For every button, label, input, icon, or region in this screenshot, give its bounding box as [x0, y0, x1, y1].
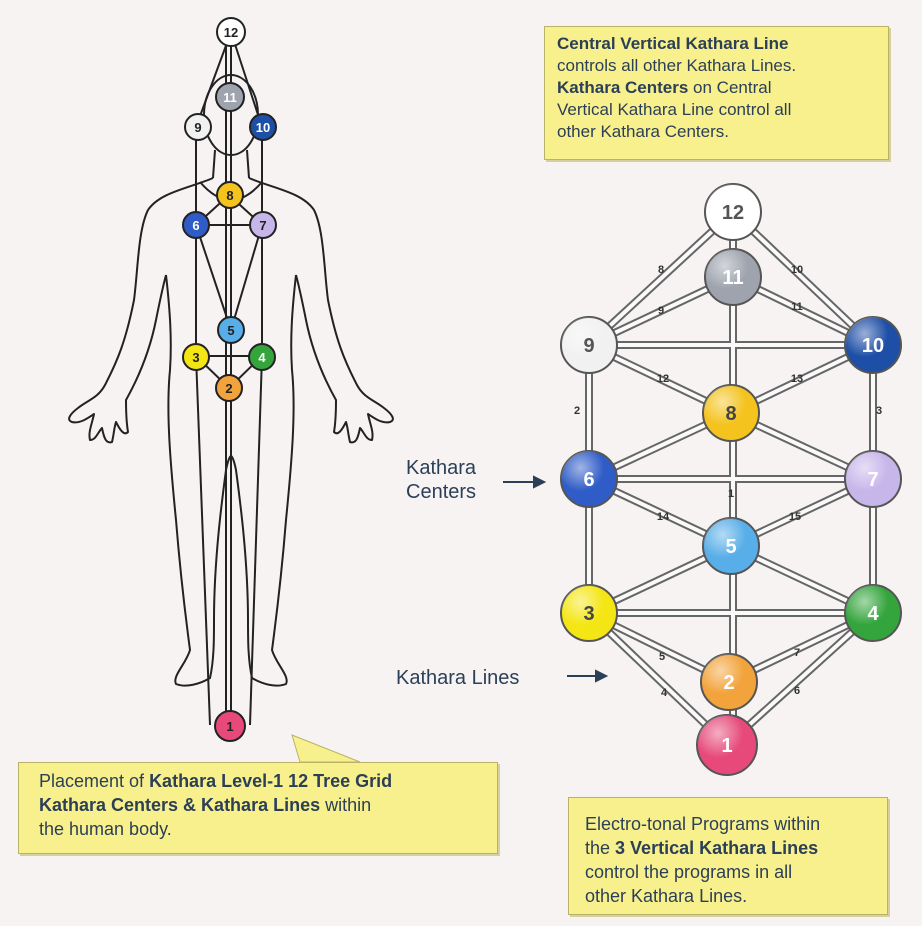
svg-text:10: 10 [256, 120, 270, 135]
electro-note-1: Electro-tonal Programs within [585, 812, 887, 836]
body-center-12: 12 [217, 18, 245, 46]
note-central-line-4: Vertical Kathara Line control all [557, 99, 888, 121]
body-center-5: 5 [218, 317, 244, 343]
svg-text:8: 8 [226, 188, 233, 203]
placement-note-bold-2: Kathara Centers & Kathara Lines [39, 795, 320, 815]
line-number-8: 8 [658, 264, 664, 276]
placement-note-rest: within [320, 795, 371, 815]
svg-text:12: 12 [224, 25, 238, 40]
svg-text:6: 6 [583, 469, 594, 491]
svg-text:3: 3 [583, 603, 594, 625]
svg-text:1: 1 [226, 719, 233, 734]
kathara-centers-label-1: Kathara [406, 456, 476, 480]
grid-center-11: 11 [705, 249, 761, 305]
note-central-line-5: other Kathara Centers. [557, 121, 888, 143]
svg-text:7: 7 [867, 469, 878, 491]
grid-center-10: 10 [845, 317, 901, 373]
grid-center-4: 4 [845, 585, 901, 641]
svg-text:11: 11 [722, 267, 743, 289]
electro-note-4: other Kathara Lines. [585, 884, 887, 908]
line-number-5: 5 [659, 651, 665, 663]
line-number-12: 12 [657, 373, 669, 385]
placement-note: Placement of Kathara Level-1 12 Tree Gri… [18, 762, 498, 854]
note-centers-bold: Kathara Centers [557, 78, 688, 97]
line-number-7: 7 [794, 647, 800, 659]
line-number-14: 14 [657, 511, 670, 523]
svg-text:12: 12 [722, 202, 744, 224]
svg-text:2: 2 [225, 381, 232, 396]
line-number-3: 3 [876, 405, 882, 417]
kathara-lines-arrow [567, 671, 606, 681]
grid-center-3: 3 [561, 585, 617, 641]
svg-text:4: 4 [867, 603, 879, 625]
svg-text:5: 5 [227, 323, 234, 338]
grid-center-12: 12 [705, 184, 761, 240]
svg-text:6: 6 [192, 218, 199, 233]
body-center-3: 3 [183, 344, 209, 370]
note-central-line-2: controls all other Kathara Lines. [557, 55, 888, 77]
grid-center-8: 8 [703, 385, 759, 441]
placement-note-bold-1: Kathara Level-1 12 Tree Grid [149, 771, 392, 791]
body-center-7: 7 [250, 212, 276, 238]
grid-center-6: 6 [561, 451, 617, 507]
body-center-9: 9 [185, 114, 211, 140]
grid-center-2: 2 [701, 654, 757, 710]
body-center-2: 2 [216, 375, 242, 401]
line-number-10: 10 [791, 264, 803, 276]
placement-note-3: the human body. [39, 817, 497, 841]
grid-center-9: 9 [561, 317, 617, 373]
central-line-note: Central Vertical Kathara Line controls a… [544, 26, 889, 160]
kathara-centers-label: Kathara Centers [406, 456, 476, 504]
callout-pointer [292, 735, 360, 762]
body-center-8: 8 [217, 182, 243, 208]
body-center-1: 1 [215, 711, 245, 741]
electro-note-plain: the [585, 838, 615, 858]
svg-text:4: 4 [258, 350, 266, 365]
electro-note-bold: 3 Vertical Kathara Lines [615, 838, 818, 858]
line-number-6: 6 [794, 685, 800, 697]
svg-text:3: 3 [192, 350, 199, 365]
kathara-centers-arrow [503, 477, 544, 487]
grid-center-1: 1 [697, 715, 757, 775]
grid-center-7: 7 [845, 451, 901, 507]
svg-text:9: 9 [583, 335, 594, 357]
body-center-6: 6 [183, 212, 209, 238]
line-number-9: 9 [658, 305, 664, 317]
body-center-11: 11 [216, 83, 244, 111]
svg-text:9: 9 [194, 120, 201, 135]
line-number-15: 15 [789, 511, 801, 523]
electro-note-3: control the programs in all [585, 860, 887, 884]
svg-text:7: 7 [259, 218, 266, 233]
line-number-2: 2 [574, 405, 580, 417]
svg-text:2: 2 [723, 672, 734, 694]
line-number-4: 4 [661, 687, 668, 699]
note-central-line-title: Central Vertical Kathara Line [557, 34, 788, 53]
note-centers-rest: on Central [688, 78, 771, 97]
kathara-centers-label-2: Centers [406, 480, 476, 504]
line-number-11: 11 [791, 301, 803, 313]
line-number-1: 1 [728, 488, 734, 500]
svg-text:1: 1 [721, 735, 732, 757]
svg-text:8: 8 [725, 403, 736, 425]
grid-center-5: 5 [703, 518, 759, 574]
body-center-10: 10 [250, 114, 276, 140]
svg-text:10: 10 [862, 335, 884, 357]
kathara-lines-label: Kathara Lines [396, 666, 519, 690]
electro-tonal-note: Electro-tonal Programs within the 3 Vert… [568, 797, 888, 915]
svg-text:5: 5 [725, 536, 736, 558]
line-number-13: 13 [791, 373, 803, 385]
placement-note-plain: Placement of [39, 771, 149, 791]
svg-text:11: 11 [223, 90, 237, 105]
body-center-4: 4 [249, 344, 275, 370]
